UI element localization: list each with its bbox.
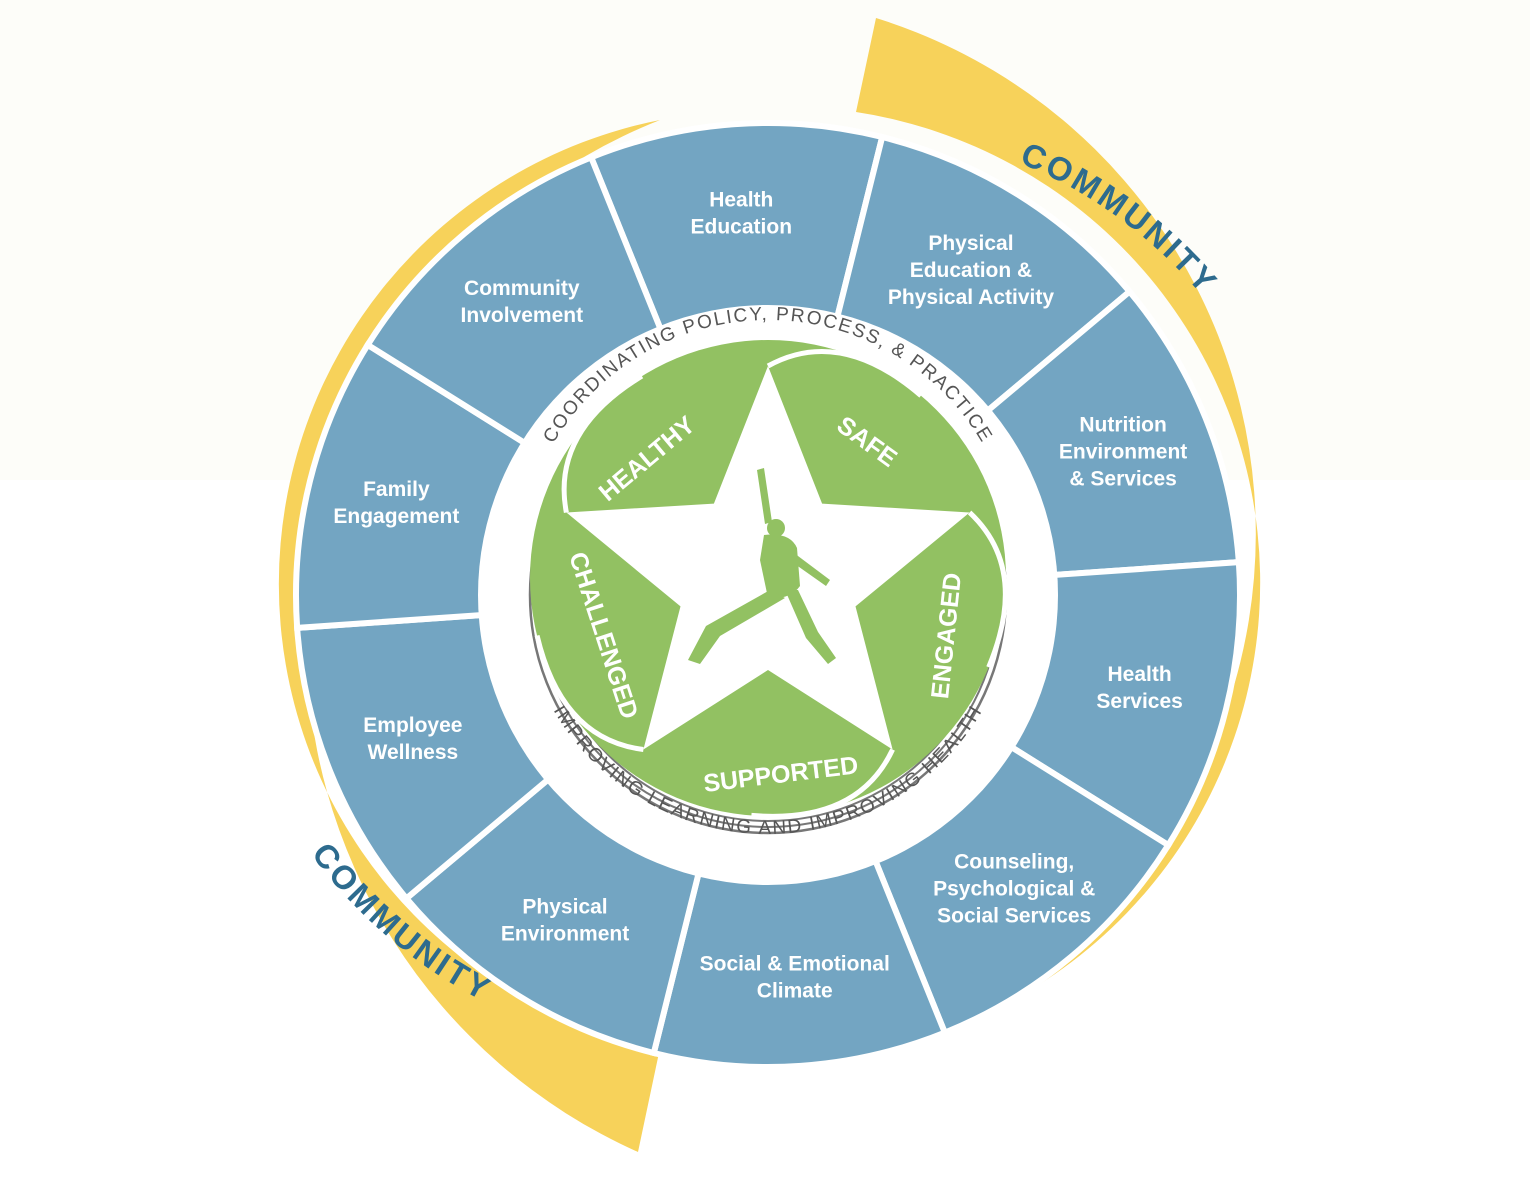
- segment-label-line: Nutrition: [1079, 414, 1166, 437]
- segment-label-line: Physical: [522, 895, 607, 918]
- petal-divider: [766, 348, 923, 398]
- segment-label-counseling: Counseling, Psychological & Social Service…: [933, 850, 1095, 927]
- petal-divider: [561, 374, 644, 513]
- segment-label-line: Psychological &: [933, 877, 1095, 900]
- segment-label-line: Health: [709, 188, 773, 211]
- segment-label-line: Employee: [363, 714, 462, 737]
- segment-label-line: Community: [464, 277, 580, 300]
- segment-label-line: Health: [1108, 663, 1172, 686]
- segment-label-line: Counseling,: [954, 850, 1074, 873]
- petal-divider: [534, 635, 644, 752]
- figure-left-leg: [688, 590, 785, 664]
- petal-divider: [751, 748, 895, 819]
- petal-divider: [967, 510, 1008, 669]
- segment-label-line: Environment: [1059, 441, 1187, 464]
- segment-label-line: Social & Emotional: [700, 953, 890, 976]
- figure-right-leg: [785, 590, 836, 664]
- segment-label-line: Education: [691, 215, 793, 238]
- segment-label-line: Environment: [501, 922, 629, 945]
- figure-raised-arm: [757, 468, 772, 524]
- jumping-child-silhouette-icon: [688, 468, 836, 664]
- segment-label-line: Wellness: [368, 741, 459, 764]
- community-arc-bottom-left: [278, 120, 660, 1152]
- segment-label-line: Engagement: [333, 505, 459, 528]
- segment-label-line: Family: [363, 478, 430, 501]
- community-arc-top-right: [856, 18, 1261, 1050]
- segment-label-line: Climate: [757, 980, 833, 1003]
- segment-label-line: Physical Activity: [888, 286, 1054, 309]
- segment-label-line: Involvement: [461, 304, 584, 327]
- segment-label-line: Physical: [928, 232, 1013, 255]
- segment-label-line: Services: [1096, 690, 1182, 713]
- figure-outstretched-arm: [792, 553, 830, 586]
- segment-label-line: Social Services: [937, 904, 1091, 927]
- figure-head: [767, 519, 785, 537]
- petal-dividers: [534, 348, 1008, 819]
- segment-label-line: Education &: [910, 259, 1033, 282]
- figure-torso: [760, 534, 800, 599]
- segment-label-line: & Services: [1069, 468, 1176, 491]
